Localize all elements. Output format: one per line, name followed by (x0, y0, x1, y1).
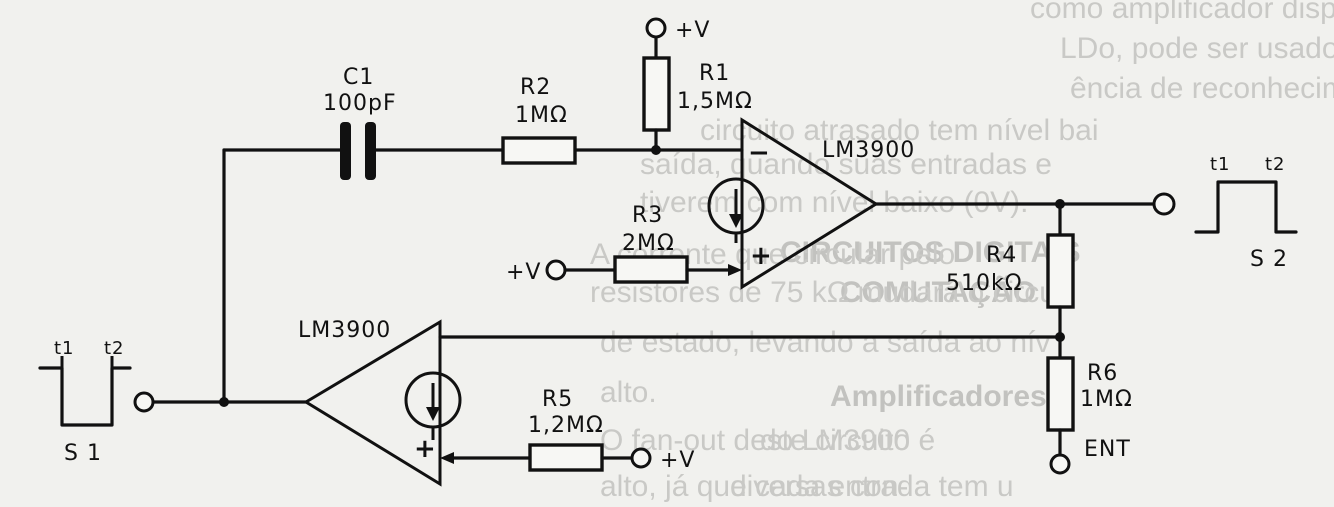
opamp-top-plus: + (750, 241, 773, 271)
resistor-r2 (501, 136, 577, 165)
bg-line-11: do LM3900 (760, 424, 910, 457)
supply-label-top: +V (675, 18, 710, 43)
arrow-r3 (728, 264, 742, 276)
current-source-bottom (404, 371, 462, 440)
supply-terminal-r5 (630, 447, 652, 469)
c1-label: C1 (343, 65, 374, 90)
r3-value: 2MΩ (622, 231, 675, 256)
resistor-r1 (642, 56, 671, 132)
opamp-top-minus: − (748, 138, 771, 168)
bg-line-1: como amplificador disponível a (1030, 0, 1334, 25)
bg-line-9: de estado, levando a saída ao nív (600, 326, 1050, 359)
c1-value: 100pF (323, 91, 397, 116)
junction-left (219, 397, 229, 407)
r1-value: 1,5MΩ (677, 89, 753, 114)
s2-t1: t1 (1210, 154, 1231, 175)
s1-t2: t2 (104, 338, 125, 359)
r4-value: 510kΩ (946, 271, 1023, 296)
ic-bottom-label: LM3900 (298, 318, 391, 343)
bg-line-4: circuito atrasado tem nível bai (700, 114, 1099, 147)
input-terminal-ent (1049, 453, 1071, 475)
s1-label: S 1 (64, 441, 102, 466)
junction-r1 (651, 145, 661, 155)
r6-value: 1MΩ (1080, 387, 1133, 412)
supply-label-r3: +V (506, 260, 541, 285)
bg-heading-2: COMUTAÇÃO (840, 275, 1036, 309)
r2-label: R2 (520, 75, 551, 100)
waveform-s2 (1194, 180, 1298, 234)
r3-label: R3 (632, 203, 663, 228)
s2-label: S 2 (1250, 247, 1288, 272)
bg-line-2: LDo, pode ser usado para aumen (1060, 32, 1334, 65)
s1-t1: t1 (54, 338, 75, 359)
r4-label: R4 (986, 243, 1017, 268)
bg-line-13: diversas con- (730, 470, 908, 503)
capacitor-c1 (340, 122, 376, 180)
s2-t2: t2 (1265, 154, 1286, 175)
resistor-r5 (528, 443, 604, 472)
resistor-r4 (1046, 233, 1075, 309)
opamp-bottom (303, 319, 442, 487)
r5-value: 1,2MΩ (528, 413, 604, 438)
bg-line-5: saída, quando suas entradas e (640, 148, 1052, 181)
supply-terminal-top (645, 17, 667, 39)
supply-label-r5: +V (660, 448, 695, 473)
resistor-r6 (1046, 356, 1075, 432)
bg-heading-3: Amplificadores (830, 380, 1047, 413)
r1-label: R1 (699, 61, 730, 86)
bg-line-14: alto, já que cada entrada tem u (600, 470, 1014, 503)
r2-value: 1MΩ (515, 103, 568, 128)
ic-top-label: LM3900 (822, 138, 915, 163)
opamp-top (740, 117, 879, 290)
bg-line-3: ência de reconhecimento do sin (1070, 72, 1334, 105)
supply-terminal-r3 (545, 259, 567, 281)
bg-line-10: alto. (600, 376, 657, 409)
bg-heading-1: CIRCUITOS DIGITAIS (780, 236, 1081, 269)
current-source-top (707, 177, 765, 243)
resistor-r3 (613, 255, 689, 284)
waveform-s1 (38, 356, 132, 427)
output-terminal (1152, 192, 1176, 216)
bg-line-12: O fan-out deste circuito é (600, 424, 935, 457)
arrow-r5 (440, 452, 454, 464)
r6-label: R6 (1087, 361, 1118, 386)
r5-label: R5 (542, 387, 573, 412)
ent-label: ENT (1084, 437, 1131, 462)
input-terminal-s1 (133, 391, 155, 413)
opamp-bottom-plus: + (414, 434, 437, 464)
